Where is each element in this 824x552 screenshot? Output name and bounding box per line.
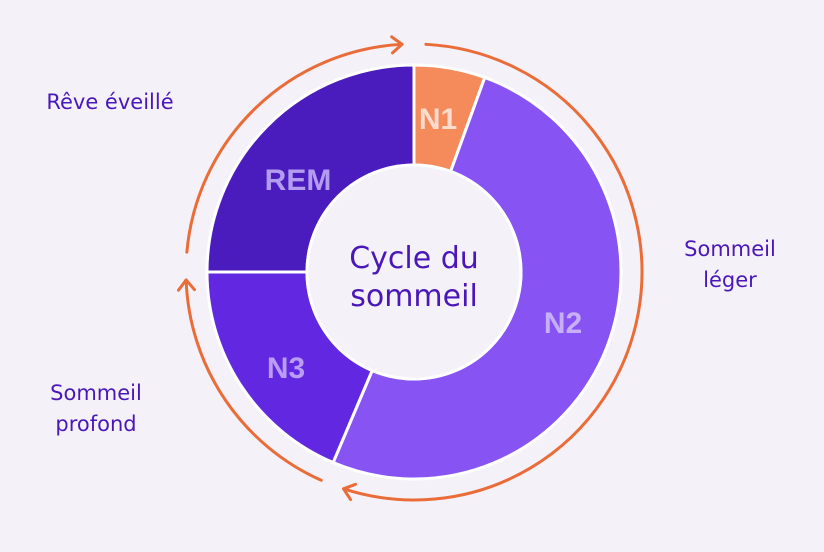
- segment-label-rem: REM: [265, 164, 332, 197]
- arrow-arc-rem: [185, 42, 404, 254]
- leger-line2: léger: [703, 268, 757, 292]
- arrow-head-bottom-icon: [342, 482, 358, 502]
- segment-label-n2: N2: [544, 307, 582, 340]
- reve-text: Rêve éveillé: [46, 90, 174, 114]
- profond-line2: profond: [55, 412, 137, 436]
- arrow-arc-light: [342, 42, 644, 502]
- profond-line1: Sommeil: [50, 381, 142, 405]
- segment-label-n1: N1: [419, 103, 457, 136]
- label-reve-eveille: Rêve éveillé: [30, 87, 190, 118]
- center-circle: [305, 163, 523, 381]
- label-sommeil-leger: Sommeil léger: [660, 234, 800, 296]
- center-title-line1: Cycle du: [349, 241, 479, 276]
- arrow-arc-deep: [184, 278, 323, 482]
- arrow-head-top-icon: [390, 35, 404, 55]
- center-title-line2: sommeil: [350, 279, 478, 314]
- label-sommeil-profond: Sommeil profond: [26, 378, 166, 440]
- arrow-head-left-icon: [176, 278, 196, 292]
- leger-line1: Sommeil: [684, 237, 776, 261]
- segment-label-n3: N3: [267, 352, 305, 385]
- cycle-arrows: [176, 35, 644, 502]
